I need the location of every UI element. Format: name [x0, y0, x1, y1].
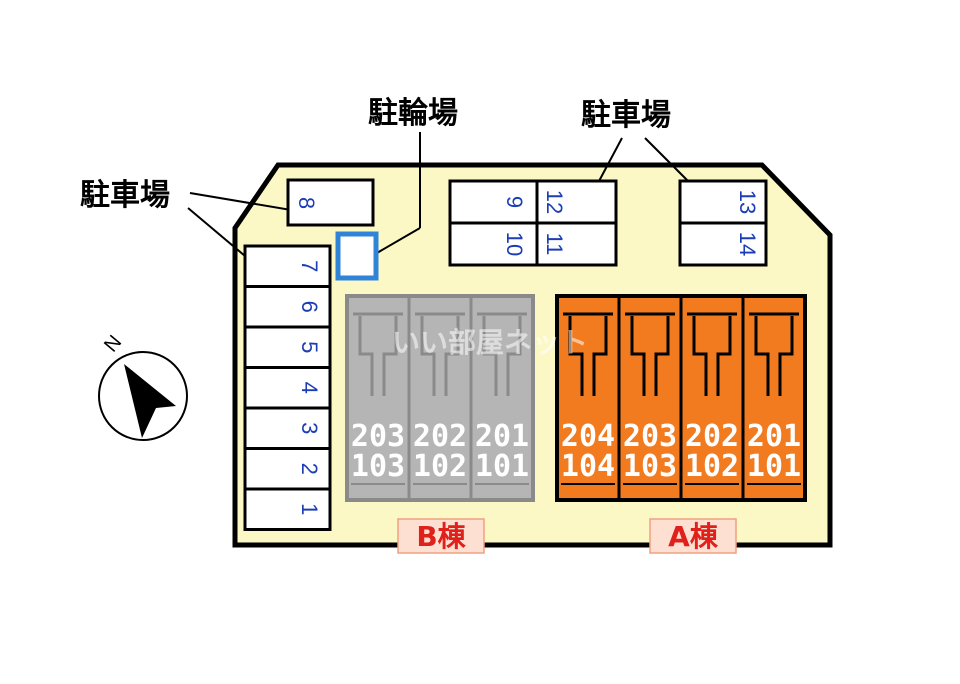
unit-number-lower: 101 — [747, 449, 801, 484]
parking-number: 1 — [297, 503, 322, 515]
unit-number-upper: 202 — [413, 419, 467, 454]
north-compass: N — [98, 331, 188, 441]
parking-number: 10 — [502, 232, 527, 256]
building-a-label: A棟 — [649, 518, 737, 554]
unit-number-lower: 102 — [413, 449, 467, 484]
parking-label-top: 駐車場 — [581, 98, 671, 133]
parking-number: 9 — [502, 196, 527, 208]
compass-arrow-icon — [124, 364, 176, 438]
parking-number: 8 — [294, 197, 319, 209]
parking-column-left: 7 6 5 4 3 2 1 — [243, 244, 332, 531]
parking-number: 11 — [542, 233, 567, 256]
parking-space-8: 8 — [286, 178, 375, 227]
unit-number-upper: 203 — [351, 419, 405, 454]
bicycle-parking-area — [335, 231, 379, 281]
parking-number: 7 — [297, 260, 322, 272]
parking-number: 3 — [297, 422, 322, 434]
unit-number-upper: 201 — [475, 419, 529, 454]
parking-space-4: 4 — [243, 366, 332, 410]
building-b-label-text: B棟 — [416, 520, 466, 553]
parking-space-1: 1 — [243, 487, 332, 531]
parking-space-7: 7 — [243, 244, 332, 288]
bicycle-parking-label: 駐輪場 — [368, 96, 458, 131]
parking-label-left: 駐車場 — [80, 178, 170, 213]
unit-number-lower: 104 — [561, 449, 615, 484]
parking-space-6: 6 — [243, 285, 332, 329]
parking-number: 12 — [542, 190, 567, 214]
parking-space-3: 3 — [243, 406, 332, 450]
building-a-label-text: A棟 — [668, 520, 719, 553]
compass-label: N — [100, 331, 126, 356]
unit-number-upper: 203 — [623, 419, 677, 454]
parking-number: 5 — [297, 341, 322, 353]
unit-number-lower: 101 — [475, 449, 529, 484]
parking-number: 14 — [735, 232, 760, 256]
unit-number-lower: 102 — [685, 449, 739, 484]
parking-space-5: 5 — [243, 325, 332, 369]
watermark: いい部屋ネット — [392, 326, 588, 359]
parking-block-top: 9 10 12 11 — [448, 179, 618, 267]
parking-number: 2 — [297, 463, 322, 475]
unit-number-lower: 103 — [623, 449, 677, 484]
building-b-label: B棟 — [397, 518, 485, 554]
parking-block-right: 13 14 — [678, 179, 768, 267]
parking-number: 6 — [297, 301, 322, 313]
unit-number-upper: 202 — [685, 419, 739, 454]
parking-number: 13 — [735, 190, 760, 214]
unit-number-lower: 103 — [351, 449, 405, 484]
unit-number-upper: 201 — [747, 419, 801, 454]
parking-number: 4 — [297, 382, 322, 394]
parking-space-2: 2 — [243, 447, 332, 491]
unit-number-upper: 204 — [561, 419, 615, 454]
